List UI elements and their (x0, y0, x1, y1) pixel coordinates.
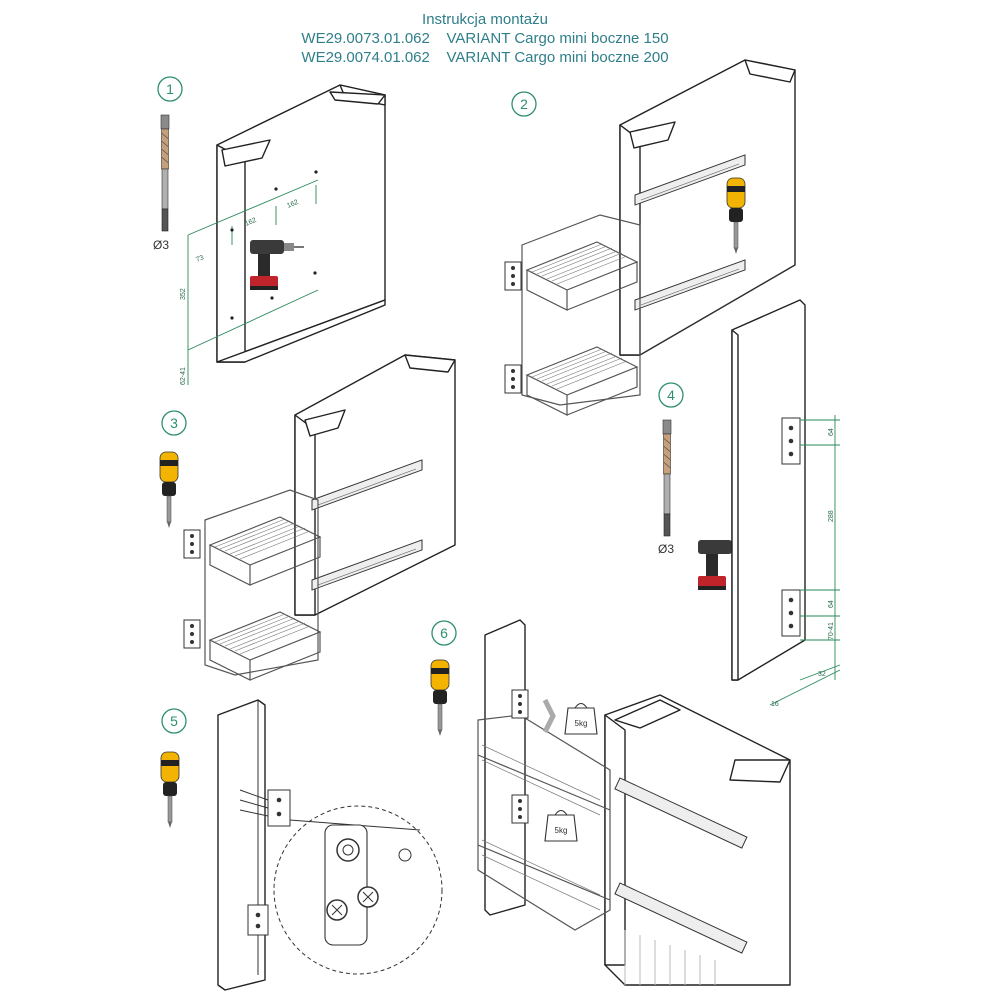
drill-bit-icon (662, 419, 672, 537)
drill-bit-icon (160, 114, 170, 232)
dim-162-a: 162 (244, 217, 258, 228)
hinge-plates (781, 417, 801, 637)
screwdriver-icon (430, 659, 450, 737)
step-6-rails (614, 777, 748, 954)
dim-64-b: 64 (828, 600, 835, 608)
cabinet-side-panel-1 (216, 84, 386, 363)
hinge-detail (239, 789, 291, 936)
svg-text:5: 5 (170, 713, 178, 729)
bracket-icon (183, 529, 201, 559)
svg-text:4: 4 (667, 387, 675, 403)
weight-top-label: 5kg (575, 719, 588, 728)
step-2-basket-frame (521, 214, 641, 416)
arrow-icon (542, 698, 556, 734)
bracket-icon (504, 261, 522, 291)
bracket-icon (511, 794, 529, 824)
svg-text:3: 3 (170, 415, 178, 431)
door-panel-5 (217, 699, 266, 991)
step-4: 4 Ø3 64 288 64 70-41 (658, 299, 841, 708)
step-1-drill-diameter: Ø3 (153, 238, 169, 252)
dim-70-41: 70-41 (828, 622, 835, 640)
dim-32: 32 (818, 671, 826, 678)
step-4-drill-diameter: Ø3 (658, 542, 674, 556)
step-3: 3 (159, 354, 456, 681)
step-6: 6 (430, 619, 791, 986)
step-1-dimensions: 162 162 73 352 62-41 (180, 170, 319, 385)
weight-mid-label: 5kg (555, 826, 568, 835)
step-5-marker: 5 (161, 708, 187, 734)
bracket-icon (511, 689, 529, 719)
weight-mid: 5kg (544, 809, 578, 842)
svg-text:6: 6 (440, 625, 448, 641)
dim-62-41: 62-41 (180, 367, 187, 385)
screwdriver-icon (160, 751, 180, 829)
cabinet-carcass-6 (604, 694, 791, 986)
bracket-icon (183, 619, 201, 649)
dim-73: 73 (195, 254, 205, 264)
screwdriver-icon (159, 451, 179, 529)
bracket-icon (504, 364, 522, 394)
svg-text:2: 2 (520, 96, 528, 112)
dim-288: 288 (828, 510, 835, 522)
step-6-marker: 6 (431, 620, 457, 646)
dim-352: 352 (180, 288, 187, 300)
svg-text:1: 1 (166, 81, 174, 97)
cabinet-side-panel-2 (619, 59, 796, 356)
weight-top: 5kg (564, 702, 598, 735)
step-5: 5 (160, 699, 443, 991)
step-2: 2 (504, 59, 796, 416)
door-panel-6 (484, 619, 526, 916)
step-4-marker: 4 (658, 382, 684, 408)
step-4-dimensions: 64 288 64 70-41 32 16 (769, 415, 841, 708)
magnified-detail-circle (273, 805, 443, 975)
dim-162-b: 162 (286, 199, 300, 210)
step-2-marker: 2 (511, 91, 537, 117)
dim-64-a: 64 (828, 428, 835, 436)
dim-16: 16 (771, 701, 779, 708)
step-3-marker: 3 (161, 410, 187, 436)
step-1: 1 Ø3 162 162 73 (153, 76, 386, 385)
step-1-marker: 1 (157, 76, 183, 102)
header-title: Instrukcja montażu (422, 11, 548, 28)
step-3-basket-frame (204, 489, 321, 681)
header-line-2: WE29.0074.01.062 VARIANT Cargo mini bocz… (301, 49, 669, 66)
header-line-1: WE29.0073.01.062 VARIANT Cargo mini bocz… (301, 30, 669, 47)
